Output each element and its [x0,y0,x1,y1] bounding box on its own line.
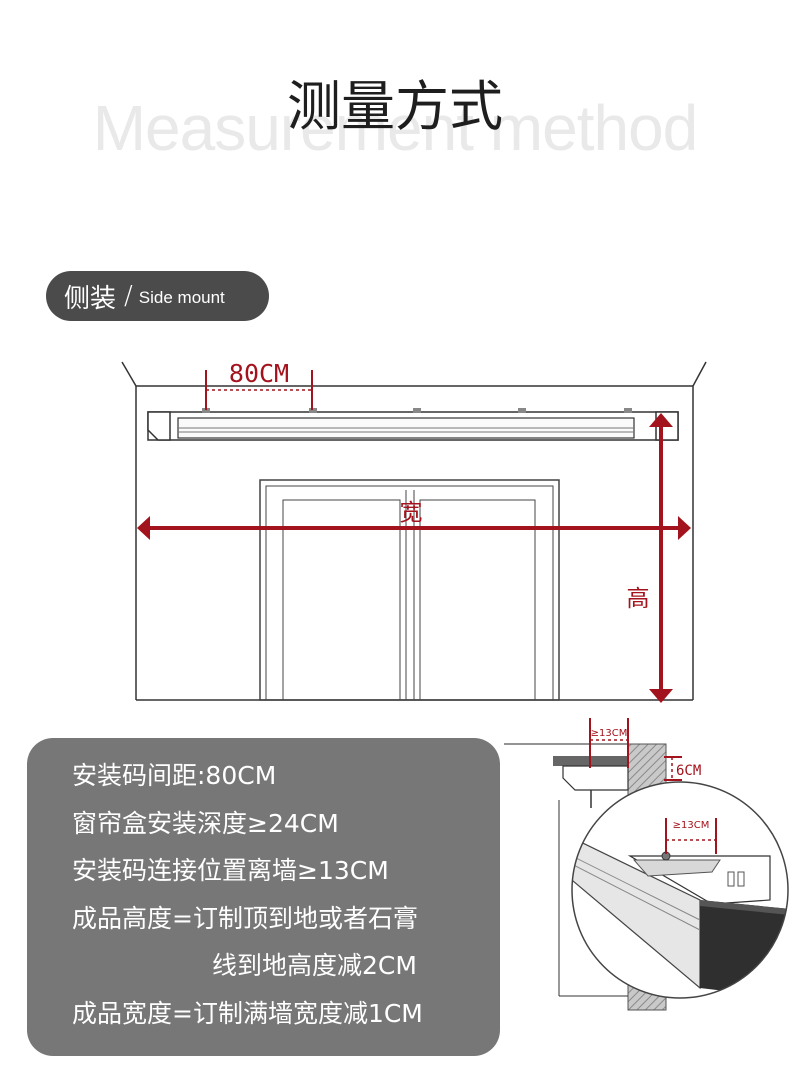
detail-gap-label: ≥13CM [673,820,710,831]
width-label: 宽 [400,500,423,526]
page-title: 测量方式 [287,75,503,138]
title-english-watermark: Measurement method [92,92,699,164]
note-line: 成品高度=订制顶到地或者石膏 [72,903,418,933]
installation-notes: 安装码间距:80CM 窗帘盒安装深度≥24CM 安装码连接位置离墙≥13CM 成… [27,738,500,1056]
door [259,479,560,701]
section-separator: / [124,281,133,311]
wall-gap-marker [589,718,629,768]
width-arrow [137,516,691,540]
detail-gap-marker [665,818,717,854]
spacing-label: 80CM [229,359,289,388]
note-line: 安装码间距:80CM [72,761,277,790]
note-line: 线到地高度减2CM [212,951,417,980]
curtain-track [147,408,679,441]
section-label-en: Side mount [138,288,225,307]
note-line: 窗帘盒安装深度≥24CM [72,808,339,838]
magnified-detail [571,781,789,999]
box-height-marker [664,756,682,781]
note-line: 安装码连接位置离墙≥13CM [72,856,389,885]
spacing-marker [205,370,313,410]
section-badge-side-mount: 侧装 / Side mount [46,271,269,321]
box-height-label: 6CM [676,763,701,779]
note-line: 成品宽度=订制满墙宽度减1CM [72,998,423,1028]
section-label-cn: 侧装 [64,283,117,314]
wall-gap-label: ≥13CM [591,728,628,739]
height-label: 高 [627,586,650,612]
height-arrow [649,413,673,703]
